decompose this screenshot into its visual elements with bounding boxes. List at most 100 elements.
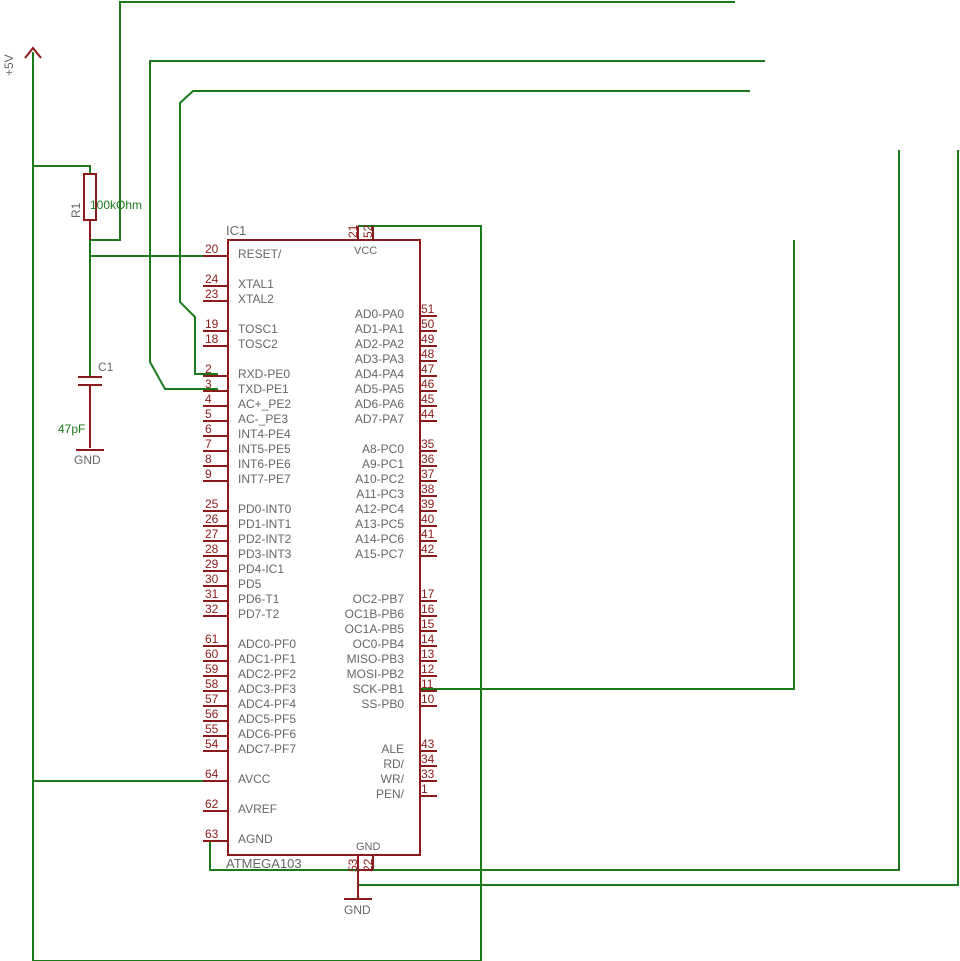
ic1-vcc-label: VCC — [354, 245, 377, 257]
ic1-pin-name: AD3-PA3 — [355, 352, 404, 366]
ic1-pin-name: OC1B-PB6 — [345, 607, 405, 621]
ic1-pin-number: 13 — [421, 647, 435, 661]
wire-sck — [420, 240, 795, 690]
ic1-pin-number: 49 — [421, 332, 435, 346]
ic1-pin-name: AD5-PA5 — [355, 382, 404, 396]
ic1-pin-number: 30 — [205, 572, 219, 586]
wire-gnd-right — [358, 150, 959, 886]
ic1-pin-name: ADC3-PF3 — [238, 682, 296, 696]
ic1-pin-number: 46 — [421, 377, 435, 391]
ic1-pin-name: A12-PC4 — [355, 502, 404, 516]
ic1-pin-name: PD1-INT1 — [238, 517, 292, 531]
ic1-pin-number: 25 — [205, 497, 219, 511]
ic1-pin-name: RXD-PE0 — [238, 367, 290, 381]
ic1-pin-number: 29 — [205, 557, 219, 571]
ic1-pin-number: 8 — [205, 452, 212, 466]
ic1-pin-name: PEN/ — [376, 787, 405, 801]
wires — [32, 1, 959, 961]
ic1-top-pin-num: 52 — [361, 224, 375, 238]
ic1-pin-name: AC+_PE2 — [238, 397, 291, 411]
ic1-pin-name: ADC1-PF1 — [238, 652, 296, 666]
ic1-pin-name: TOSC2 — [238, 337, 278, 351]
ic1-top-pin-num: 21 — [346, 224, 360, 238]
ic1-pin-number: 6 — [205, 422, 212, 436]
ic1-pin-name: AGND — [238, 832, 273, 846]
ic1-right-pins: 51AD0-PA050AD1-PA149AD2-PA248AD3-PA347AD… — [345, 302, 437, 801]
ic1-pin-name: AD4-PA4 — [355, 367, 404, 381]
ic1-pin-name: MOSI-PB2 — [347, 667, 405, 681]
ic1-pin-number: 24 — [205, 272, 219, 286]
ic1-pin-name: RD/ — [383, 757, 404, 771]
ic1-pin-name: PD2-INT2 — [238, 532, 292, 546]
c1-value: 47pF — [58, 422, 85, 436]
ic1-pin-number: 44 — [421, 407, 435, 421]
ic1-pin-name: A15-PC7 — [355, 547, 404, 561]
ic1-pin-name: A13-PC5 — [355, 517, 404, 531]
ic1-pin-number: 63 — [205, 827, 219, 841]
ic1-pin-number: 16 — [421, 602, 435, 616]
wire-top-net-2 — [149, 60, 765, 390]
ic1-pin-number: 51 — [421, 302, 435, 316]
ic1-pin-name: A9-PC1 — [362, 457, 404, 471]
ic1-pin-number: 57 — [205, 692, 219, 706]
ic1-pin-number: 18 — [205, 332, 219, 346]
ic1-pin-number: 17 — [421, 587, 435, 601]
ic1-pin-number: 39 — [421, 497, 435, 511]
ic1-pin-name: ADC6-PF6 — [238, 727, 296, 741]
ic1-pin-name: AD2-PA2 — [355, 337, 404, 351]
ic1-pin-name: INT4-PE4 — [238, 427, 291, 441]
ic1-pin-name: PD4-IC1 — [238, 562, 284, 576]
r1-body — [83, 173, 97, 221]
r1-value: 100kOhm — [90, 198, 142, 212]
capacitor-c1: C1 47pF GND — [58, 360, 114, 467]
ic1-pin-number: 33 — [421, 767, 435, 781]
ic1-pin-name: OC2-PB7 — [353, 592, 405, 606]
ic1-pin-number: 4 — [205, 392, 212, 406]
ic1-pin-number: 64 — [205, 767, 219, 781]
wire-5v-r1 — [33, 165, 91, 174]
ic1-pin-number: 3 — [205, 377, 212, 391]
ic1-pin-name: A8-PC0 — [362, 442, 404, 456]
ic1-pin-name: OC1A-PB5 — [345, 622, 405, 636]
ic1-pin-number: 12 — [421, 662, 435, 676]
ic1-pin-number: 26 — [205, 512, 219, 526]
ic1-pin-name: SCK-PB1 — [353, 682, 405, 696]
ic1-pin-name: AD1-PA1 — [355, 322, 404, 336]
ic1-pin-number: 48 — [421, 347, 435, 361]
ic1-pin-name: AVCC — [238, 772, 271, 786]
ic1-pin-name: PD6-T1 — [238, 592, 280, 606]
ic1-pin-name: AD6-PA6 — [355, 397, 404, 411]
wire-top-net-3 — [179, 90, 750, 375]
wire-top-net-1 — [90, 1, 735, 241]
ic1-pin-number: 54 — [205, 737, 219, 751]
ic1-pin-number: 38 — [421, 482, 435, 496]
ic1-pin-name: XTAL1 — [238, 277, 274, 291]
ic1-pin-number: 61 — [205, 632, 219, 646]
ic1-pin-number: 42 — [421, 542, 435, 556]
ic1-pin-name: PD0-INT0 — [238, 502, 292, 516]
ic1-pin-number: 9 — [205, 467, 212, 481]
ic1-pin-number: 50 — [421, 317, 435, 331]
ic1-part: ATMEGA103 — [226, 856, 302, 871]
ic1-bottom-pin-num: 53 — [346, 858, 360, 872]
ic1-pin-number: 60 — [205, 647, 219, 661]
ic1-pin-number: 27 — [205, 527, 219, 541]
ic1-pin-name: PD5 — [238, 577, 262, 591]
ic1-pin-number: 28 — [205, 542, 219, 556]
ic1-pin-number: 11 — [421, 677, 434, 691]
wire-bottom-loop — [33, 225, 482, 961]
ic1-body — [227, 239, 421, 856]
ic1-pin-number: 20 — [205, 242, 219, 256]
ic1-pin-name: WR/ — [381, 772, 405, 786]
ic1-pin-number: 19 — [205, 317, 219, 331]
ic1-pin-name: OC0-PB4 — [353, 637, 405, 651]
ic1-pin-number: 56 — [205, 707, 219, 721]
supply-arrow — [24, 46, 42, 59]
ic1-pin-number: 23 — [205, 287, 219, 301]
ic1-gnd-label: GND — [356, 841, 381, 853]
ic1-pin-number: 41 — [421, 527, 435, 541]
ic1-pin-number: 7 — [205, 437, 212, 451]
ic1-pin-name: ADC2-PF2 — [238, 667, 296, 681]
